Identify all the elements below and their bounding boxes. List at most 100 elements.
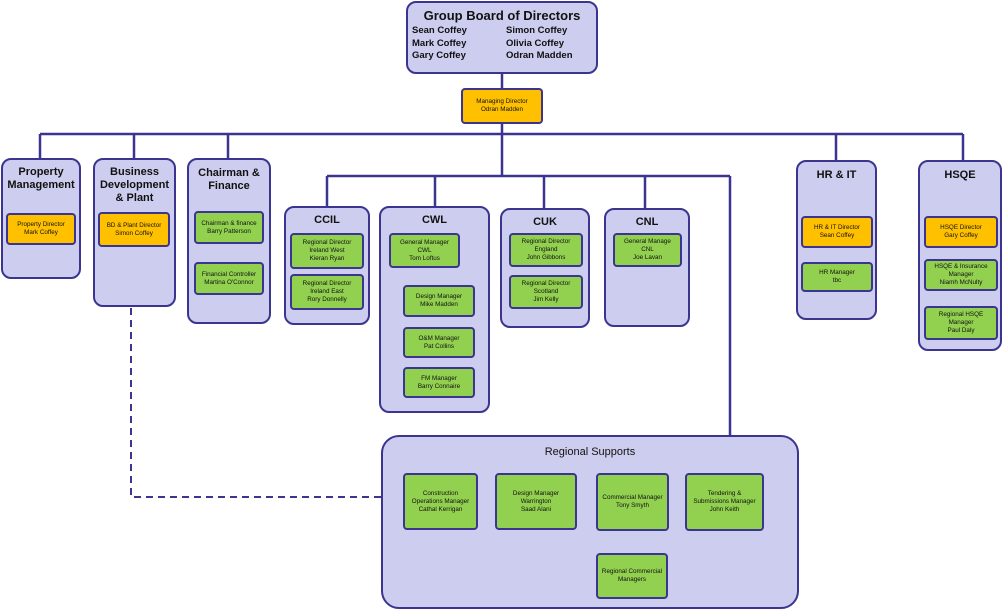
panel-title: CWL	[421, 214, 448, 226]
box-line: Construction	[422, 489, 459, 497]
regional-director-box: Regional Director England John Gibbons	[509, 233, 583, 267]
bd-plant-director-box: BD & Plant Director Simon Coffey	[98, 212, 170, 247]
om-manager-box: O&M Manager Pat Collins	[403, 327, 475, 358]
box-line: Gary Coffey	[944, 232, 978, 239]
box-line: Managing Director	[476, 98, 528, 105]
box-line: Joe Lavan	[632, 254, 663, 261]
box-line: Regional Commercial	[601, 568, 663, 575]
box-line: Design Manager	[415, 293, 463, 300]
commercial-manager-box: Commercial Manager Tony Smyth	[596, 473, 669, 531]
box-line: Niamh McNulty	[939, 279, 983, 286]
box-line: O&M Manager	[418, 334, 460, 342]
panel-title: HR & IT	[816, 169, 857, 181]
cnl-panel: CNL	[604, 208, 690, 327]
board-member: Gary Coffey	[412, 50, 466, 61]
box-line: Commercial Manager	[602, 494, 663, 501]
box-line: General Manager	[399, 238, 449, 246]
regional-director-box: Regional Director Ireland West Kieran Ry…	[290, 233, 364, 269]
box-line: England	[534, 246, 558, 253]
box-line: Ireland East	[310, 288, 344, 295]
box-line: BD & Plant Director	[106, 221, 162, 229]
box-line: Saad Alani	[520, 505, 552, 513]
board-member: Olivia Coffey	[506, 38, 565, 49]
panel-title: CNL	[635, 216, 659, 228]
box-line: HSQE Director	[940, 224, 982, 231]
box-line: tbc	[832, 277, 842, 284]
panel-title: CCIL	[314, 214, 340, 226]
cwl-general-manager-box: General Manager CWL Tom Loftus	[389, 233, 460, 268]
board-member: Mark Coffey	[412, 38, 467, 49]
box-line: Pat Collins	[423, 342, 455, 350]
box-line: CNL	[641, 246, 654, 253]
box-line: HR Manager	[819, 269, 855, 276]
box-line: Kieran Ryan	[309, 255, 345, 262]
box-line: Simon Coffey	[115, 229, 153, 237]
box-line: Scotland	[533, 288, 559, 295]
box-line: Odran Madden	[480, 106, 523, 113]
box-line: Operations Manager	[411, 497, 470, 505]
box-line: Property Director	[17, 221, 65, 228]
regional-hsqe-manager-box: Regional HSQE Manager Paul Daly	[924, 306, 998, 340]
box-line: Manager	[948, 319, 974, 326]
property-director-box: Property Director Mark Coffey	[6, 213, 76, 245]
hr-manager-box: HR Manager tbc	[801, 262, 873, 292]
box-line: Regional Director	[302, 280, 352, 287]
financial-controller-box: Financial Controller Martina O'Connor	[194, 262, 264, 295]
fm-manager-box: FM Manager Barry Connaire	[403, 367, 475, 398]
managing-director-box: Managing Director Odran Madden	[461, 88, 543, 124]
box-line: John Gibbons	[526, 254, 566, 261]
hsqe-director-box: HSQE Director Gary Coffey	[924, 216, 998, 248]
box-line: Financial Controller	[201, 270, 257, 278]
box-line: HR & IT Director	[813, 224, 861, 231]
cnl-general-manager-box: General Manage CNL Joe Lavan	[613, 233, 682, 267]
box-line: Chairman & finance	[201, 219, 257, 227]
panel-title: Chairman & Finance	[198, 167, 260, 192]
hsqe-insurance-manager-box: HSQE & Insurance Manager Niamh McNulty	[924, 259, 998, 291]
regional-director-box: Regional Director Scotland Jim Kelly	[509, 275, 583, 309]
regional-commercial-managers-box: Regional Commercial Managers	[596, 553, 668, 599]
panel-title: Regional Supports	[544, 446, 636, 458]
box-line: Regional Director	[521, 238, 571, 245]
box-line: Design Manager	[512, 489, 560, 497]
panel-title: Business Development & Plant	[99, 166, 170, 204]
box-line: Regional Director	[521, 280, 571, 287]
design-manager-box: Design Manager Mike Madden	[403, 285, 475, 317]
panel-title: Property Management	[7, 166, 75, 191]
box-line: Managers	[617, 576, 646, 583]
board-member: Simon Coffey	[506, 25, 568, 36]
box-line: FM Manager	[421, 374, 457, 382]
box-line: Regional Director	[302, 239, 352, 246]
box-line: Rory Donnelly	[307, 296, 347, 303]
box-line: Sean Coffey	[819, 232, 855, 239]
box-line: HSQE & Insurance	[934, 263, 988, 270]
box-line: Mike Madden	[420, 301, 458, 308]
board-member: Odran Madden	[506, 50, 573, 61]
box-line: Tony Smyth	[616, 502, 649, 509]
box-line: Mark Coffey	[24, 229, 58, 236]
box-line: Jim Kelly	[533, 296, 559, 303]
design-manager-warrington-box: Design Manager Warrington Saad Alani	[495, 473, 577, 530]
panel-title: HSQE	[944, 169, 976, 181]
box-line: Barry Patterson	[207, 227, 251, 235]
box-line: Manager	[948, 271, 974, 278]
board-title: Group Board of Directors	[423, 8, 581, 23]
board-member: Sean Coffey	[412, 25, 467, 36]
construction-operations-manager-box: Construction Operations Manager Cathal K…	[403, 473, 478, 530]
box-line: Barry Connaire	[417, 382, 461, 390]
box-line: Paul Daly	[947, 327, 975, 334]
box-line: Regional HSQE	[938, 311, 984, 318]
box-line: Tom Loftus	[409, 254, 440, 262]
box-line: Tendering &	[707, 490, 742, 497]
box-line: John Keith	[709, 506, 740, 513]
panel-title: CUK	[533, 216, 557, 228]
box-line: Ireland West	[309, 247, 345, 254]
box-line: Cathal Kerrigan	[418, 505, 463, 513]
box-line: Warrington	[520, 497, 552, 505]
box-line: Martina O'Connor	[204, 278, 254, 286]
group-board-panel: Group Board of Directors Sean Coffey Mar…	[406, 1, 598, 74]
hr-it-director-box: HR & IT Director Sean Coffey	[801, 216, 873, 248]
box-line: CWL	[417, 246, 432, 254]
box-line: Submissions Manager	[693, 498, 756, 505]
tendering-submissions-manager-box: Tendering & Submissions Manager John Kei…	[685, 473, 764, 531]
